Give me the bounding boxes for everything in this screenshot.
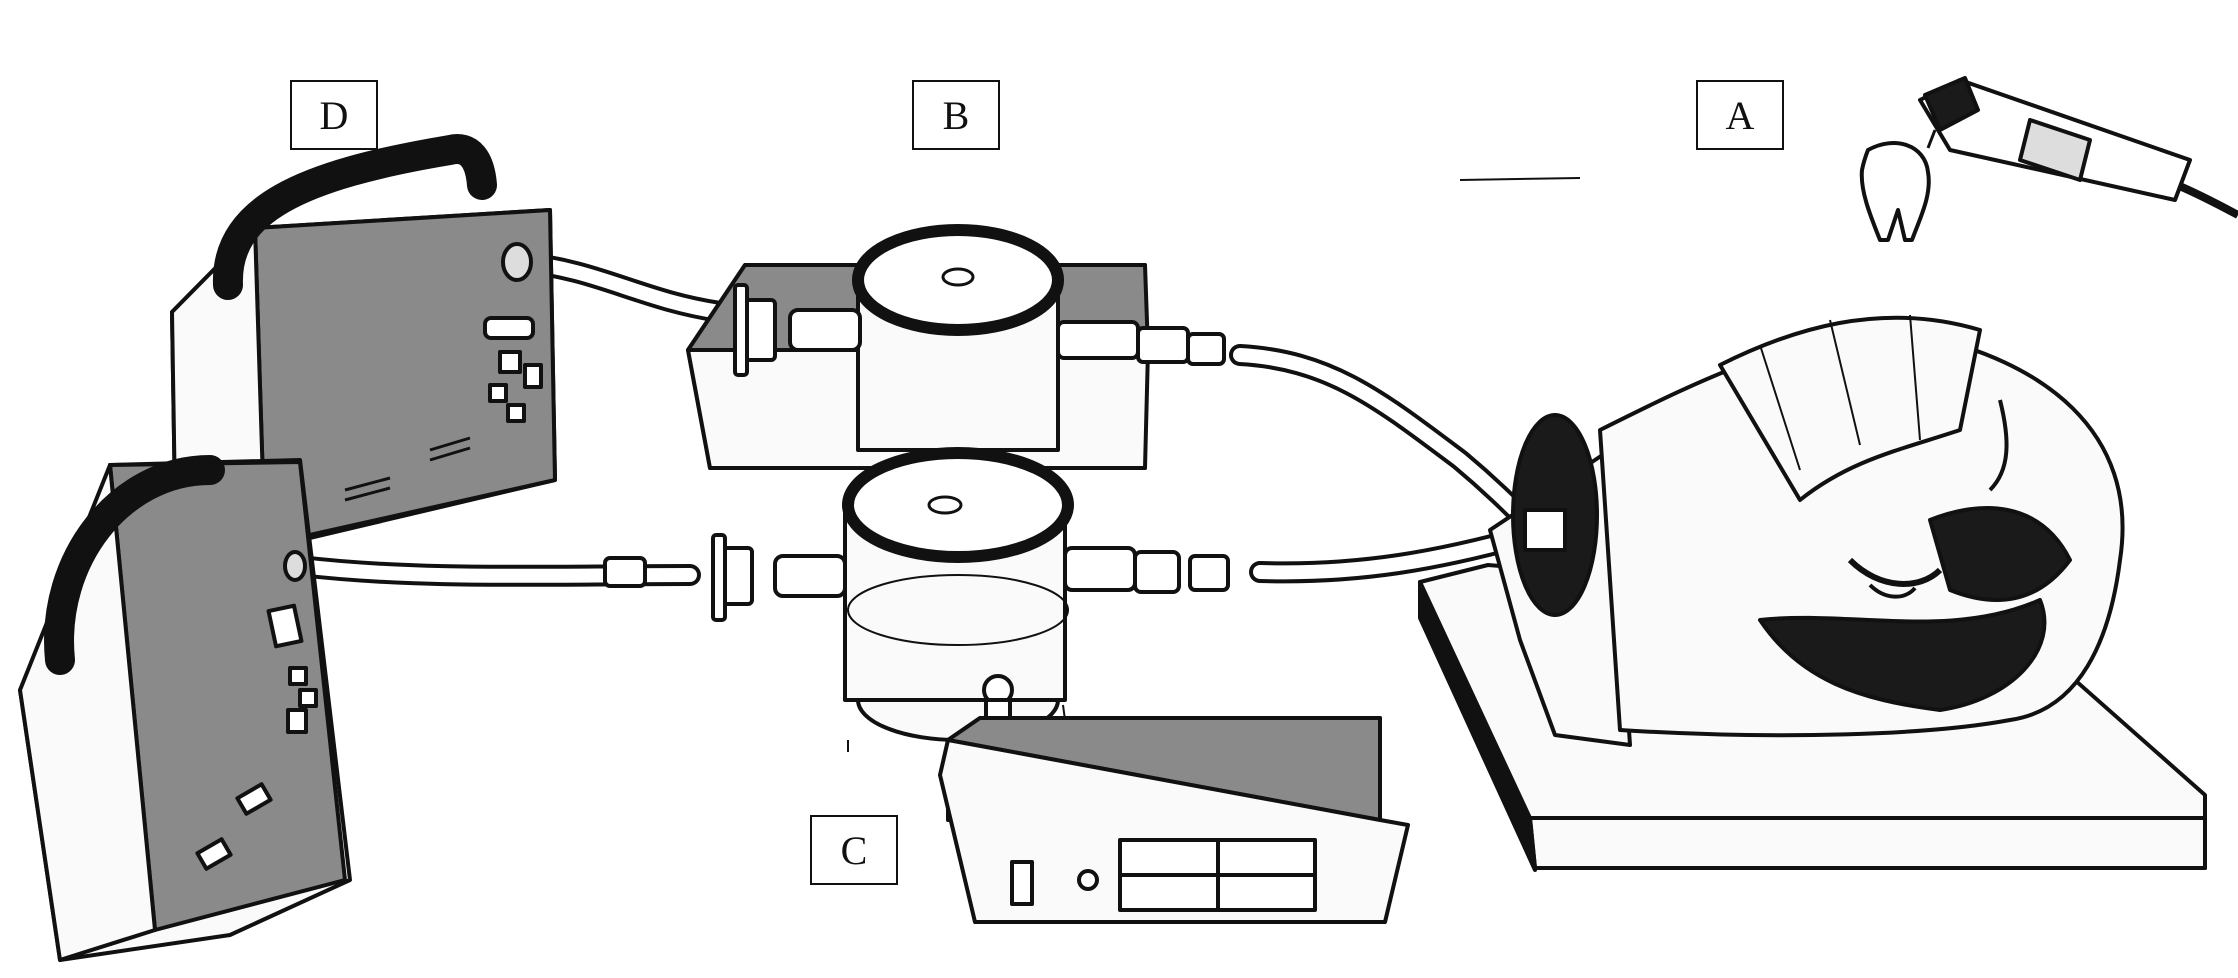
label-b: B bbox=[912, 80, 1000, 150]
tubing bbox=[289, 251, 1541, 587]
dental-handpiece-tooth-icon bbox=[1859, 76, 2238, 242]
pump-unit-upper bbox=[170, 134, 557, 547]
phantom-head-model bbox=[1418, 314, 2207, 872]
control-box bbox=[938, 716, 1410, 924]
pump-unit-lower bbox=[18, 455, 352, 962]
label-c: C bbox=[810, 815, 898, 885]
sketch-marks bbox=[847, 177, 1581, 752]
label-a: A bbox=[1696, 80, 1784, 150]
label-d: D bbox=[290, 80, 378, 150]
chamber-upper bbox=[686, 224, 1226, 470]
chamber-lower bbox=[603, 447, 1230, 742]
